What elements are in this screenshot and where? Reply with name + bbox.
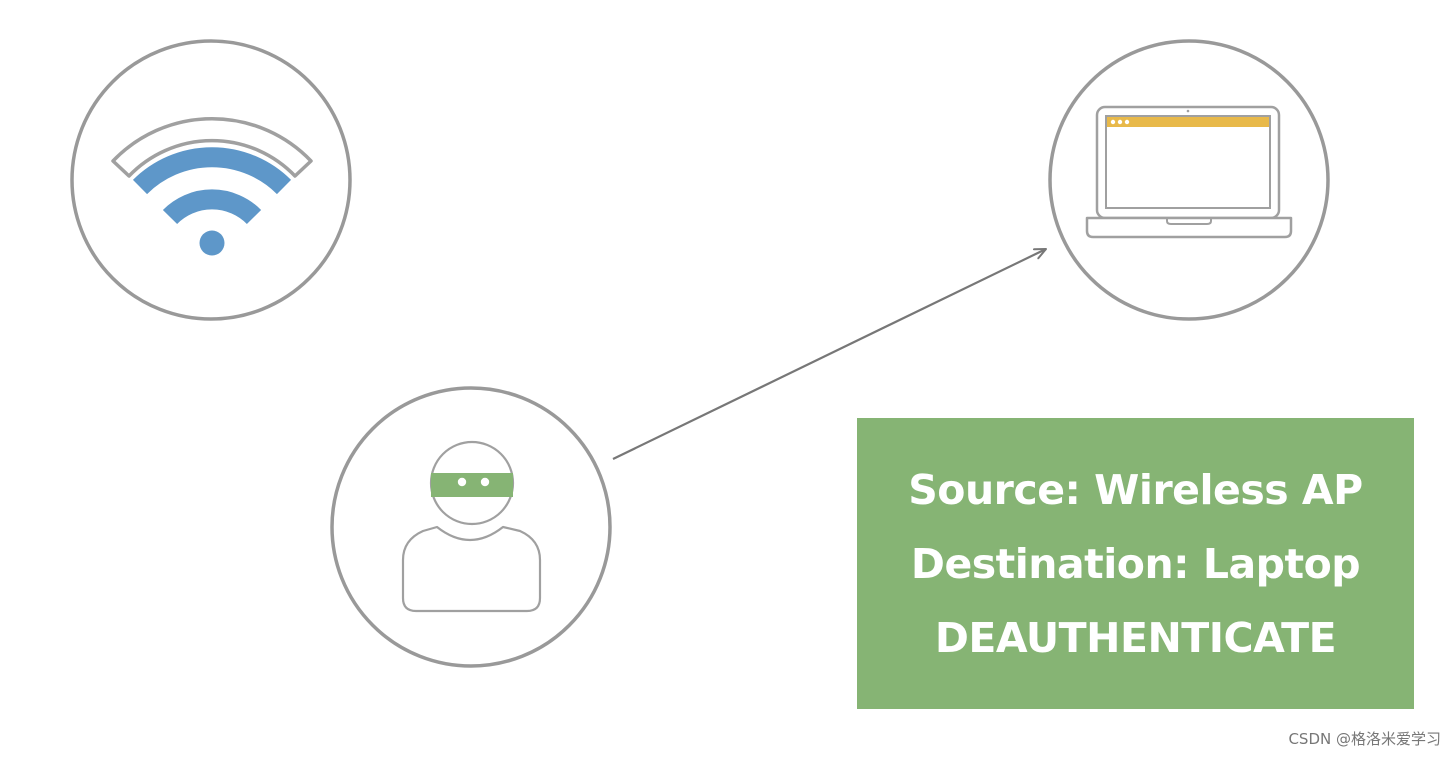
deauth-packet-box: Source: Wireless AP Destination: Laptop …: [857, 418, 1414, 709]
edge-attacker-to-laptop-arrow: [612, 248, 1047, 460]
packet-source-label: Source: Wireless AP: [908, 465, 1363, 514]
laptop-icon: [1085, 105, 1293, 239]
wifi-icon: [111, 117, 313, 256]
access-point-circle: [70, 39, 352, 321]
node-laptop: [1048, 39, 1330, 321]
node-access-point: [70, 39, 352, 321]
watermark-text: CSDN @格洛米爱学习: [1288, 730, 1441, 748]
attacker-circle: [330, 386, 612, 668]
packet-destination-label: Destination: Laptop: [910, 539, 1361, 588]
node-attacker: [330, 386, 612, 668]
masked-person-icon: [401, 440, 542, 613]
packet-action-label: DEAUTHENTICATE: [934, 613, 1337, 662]
